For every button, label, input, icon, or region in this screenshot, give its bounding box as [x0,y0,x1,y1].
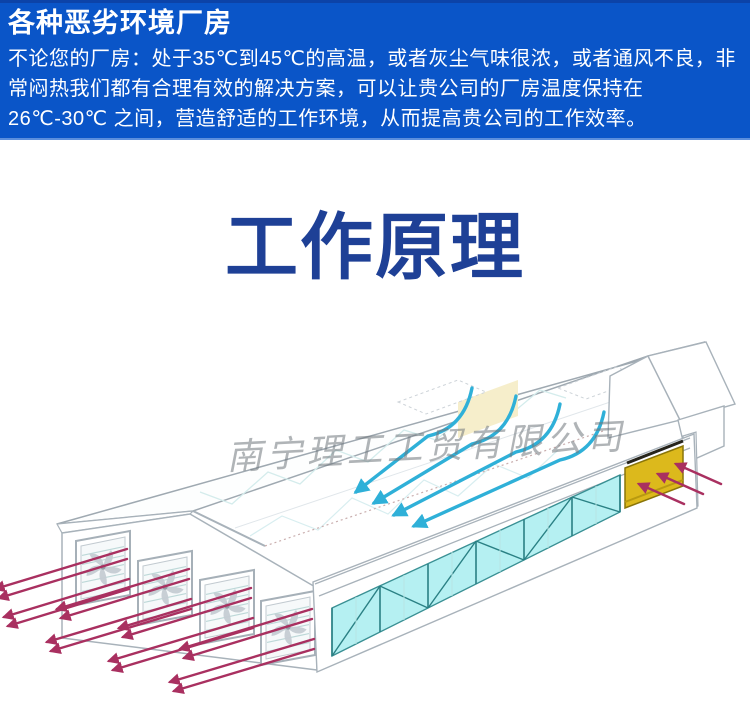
working-principle-illustration: 南宁理工工贸有限公司 [0,330,750,726]
exhaust-airflow-arrows [0,547,316,694]
intake-arrow [655,472,705,496]
side-windows [331,473,621,658]
intake-arrow [673,462,723,486]
intake-airflow-arrows [636,462,723,506]
cool-air-stream [411,410,606,528]
section-heading: 工作原理 [225,207,525,288]
factory-interior [234,366,646,547]
factory-right-end [607,341,736,511]
factory-side-wall [312,432,698,674]
banner-title: 各种恶劣环境厂房 [8,8,232,38]
cool-air-streams [353,386,606,528]
intake-arrow [636,482,686,506]
interior-wall-panel [458,380,518,438]
cool-air-stream [371,394,518,505]
exhaust-fan [260,590,316,666]
cool-air-stream [391,402,562,517]
banner-description: 不论您的厂房：处于35℃到45℃的高温，或者灰尘气味很浓，或者通风不良，非常闷热… [8,48,736,130]
exhaust-fan [199,569,255,645]
heading-section: 工作原理 [0,140,750,330]
cool-air-stream [353,386,474,494]
factory-airflow-diagram [0,341,736,694]
banner: 各种恶劣环境厂房 不论您的厂房：处于35℃到45℃的高温，或者灰尘气味很浓，或者… [0,0,750,140]
